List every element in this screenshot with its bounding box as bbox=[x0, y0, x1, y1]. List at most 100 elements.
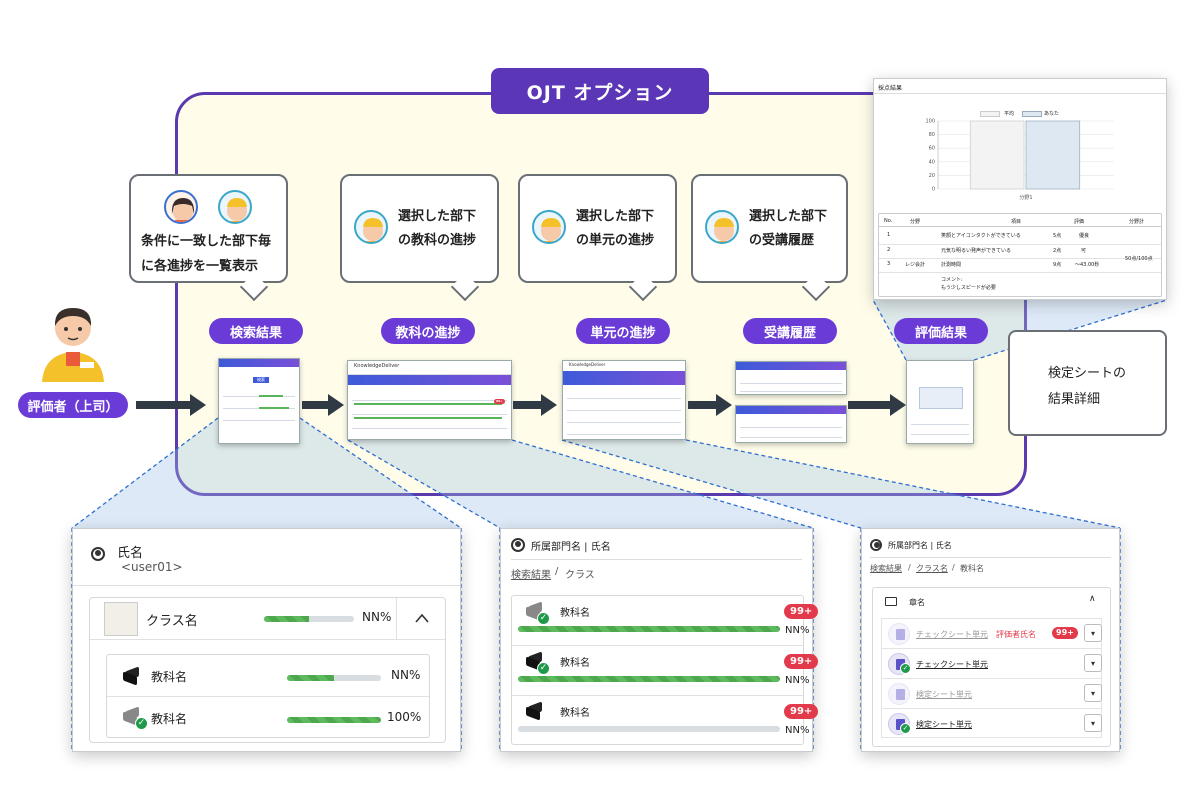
col-total: 分野計 bbox=[1129, 219, 1145, 225]
class-progress bbox=[264, 616, 309, 622]
breadcrumb-current: クラス bbox=[565, 570, 595, 581]
thumb-history-2 bbox=[735, 405, 847, 443]
evaluator-label: 評価者（上司） bbox=[18, 392, 128, 418]
check-icon: ✓ bbox=[537, 612, 550, 625]
thumb-evaluation bbox=[906, 360, 974, 444]
book-icon bbox=[526, 701, 544, 721]
class-row[interactable]: クラス名 NN% bbox=[90, 598, 445, 640]
check-icon: ✓ bbox=[537, 662, 550, 675]
thumb-search: 検索 bbox=[218, 358, 300, 444]
subject-percent: NN% bbox=[391, 668, 421, 682]
trainee-avatar-icon bbox=[532, 210, 566, 244]
subject-progress bbox=[518, 626, 780, 632]
chapter-row[interactable]: 章名 ∧ bbox=[873, 588, 1110, 614]
bubble-subject-line1: 選択した部下 bbox=[398, 209, 477, 224]
unit-detail-panel: 所属部門名 | 氏名 検索結果 / クラス名 / 教科名 章名 ∧ チェックシー… bbox=[861, 528, 1120, 752]
flow-arrow bbox=[302, 394, 344, 416]
search-detail-panel: 氏名 <user01> クラス名 NN% 教科名 NN% ✓ 教科名 bbox=[72, 528, 461, 752]
y-tick-label: 40 bbox=[929, 159, 935, 165]
bubble-history-line2: の受講履歴 bbox=[749, 233, 815, 248]
bar-you bbox=[1025, 120, 1081, 190]
breadcrumb-current: 教科名 bbox=[960, 564, 984, 573]
bubble-history: 選択した部下 の受講履歴 bbox=[691, 174, 848, 302]
flow-arrow bbox=[513, 394, 557, 416]
subject-name: 教科名 bbox=[151, 670, 188, 684]
result-note: 検定シートの 結果詳細 bbox=[1008, 330, 1167, 436]
dept-user-header: 所属部門名 | 氏名 bbox=[888, 541, 952, 550]
ojt-title: OJT オプション bbox=[491, 68, 709, 114]
breadcrumb-search[interactable]: 検索結果 bbox=[511, 570, 551, 581]
dropdown-button[interactable]: ▾ bbox=[1084, 714, 1102, 732]
step-evaluation-result: 評価結果 bbox=[894, 318, 988, 344]
subject-row[interactable]: ✓ 教科名 100% bbox=[107, 697, 429, 739]
flow-arrow bbox=[688, 394, 732, 416]
bubble-search: 条件に一致した部下毎 に各進捗を一覧表示 bbox=[129, 174, 288, 302]
flow-arrow bbox=[136, 394, 206, 416]
class-name: クラス名 bbox=[146, 614, 198, 629]
dept-user-header: 所属部門名 | 氏名 bbox=[531, 542, 611, 553]
step-search-results: 検索結果 bbox=[209, 318, 303, 344]
col-field: 分野 bbox=[910, 219, 921, 225]
user-icon bbox=[91, 547, 105, 561]
breadcrumb-class[interactable]: クラス名 bbox=[916, 564, 948, 573]
thumb-subject: KnowledgeDeliver 99+ bbox=[347, 360, 512, 440]
trainee-avatar-icon bbox=[705, 210, 739, 244]
result-note-line2: 結果詳細 bbox=[1048, 392, 1101, 407]
thumb-unit: KnowledgeDeliver bbox=[562, 360, 686, 440]
chevron-up-icon[interactable] bbox=[396, 598, 447, 640]
step-subject-progress: 教科の進捗 bbox=[381, 318, 475, 344]
document-icon bbox=[888, 683, 910, 705]
subject-percent: 100% bbox=[387, 710, 422, 724]
bar-average bbox=[969, 120, 1025, 190]
female-avatar-icon bbox=[164, 190, 198, 224]
user-id: <user01> bbox=[121, 560, 183, 574]
bubble-unit: 選択した部下 の単元の進捗 bbox=[518, 174, 677, 302]
class-image bbox=[104, 602, 138, 636]
trainee-avatar-icon bbox=[354, 210, 388, 244]
thumb-history-1 bbox=[735, 361, 847, 395]
x-tick-label: 分野1 bbox=[1019, 194, 1032, 201]
subject-row[interactable]: 教科名 NN% bbox=[107, 655, 429, 697]
trainee-avatar-icon bbox=[218, 190, 252, 224]
user-icon bbox=[511, 538, 525, 552]
user-icon bbox=[870, 539, 882, 551]
document-icon bbox=[888, 623, 910, 645]
subject-detail-panel: 所属部門名 | 氏名 検索結果 / クラス ✓ 教科名 99+ NN% ✓ 教科… bbox=[500, 528, 819, 752]
unit-item[interactable]: ✓ チェックシート単元 ▾ bbox=[881, 648, 1102, 678]
dropdown-button[interactable]: ▾ bbox=[1084, 684, 1102, 702]
chevron-up-icon[interactable]: ∧ bbox=[1089, 594, 1096, 604]
unit-item[interactable]: 検定シート単元 ▾ bbox=[881, 678, 1102, 708]
col-grade: 評価 bbox=[1074, 219, 1085, 225]
bubble-search-line1: 条件に一致した部下毎 bbox=[141, 234, 272, 249]
dropdown-button[interactable]: ▾ bbox=[1084, 654, 1102, 672]
check-icon: ✓ bbox=[135, 717, 148, 730]
user-label: 氏名 bbox=[117, 546, 144, 561]
bubble-unit-line1: 選択した部下 bbox=[576, 209, 655, 224]
step-unit-progress: 単元の進捗 bbox=[576, 318, 670, 344]
subject-item[interactable]: ✓ 教科名 99+ NN% bbox=[512, 646, 819, 696]
bubble-search-line2: に各進捗を一覧表示 bbox=[141, 259, 259, 274]
book-icon bbox=[123, 666, 141, 686]
col-no: No. bbox=[884, 218, 893, 224]
y-tick-label: 20 bbox=[929, 173, 935, 179]
folder-icon bbox=[885, 597, 897, 606]
y-tick-label: 0 bbox=[932, 187, 935, 193]
check-icon: ✓ bbox=[900, 723, 911, 734]
y-tick-label: 80 bbox=[929, 132, 935, 138]
breadcrumb-search[interactable]: 検索結果 bbox=[870, 564, 902, 573]
check-icon: ✓ bbox=[900, 663, 911, 674]
subject-item[interactable]: ✓ 教科名 99+ NN% bbox=[512, 596, 819, 646]
bubble-history-line1: 選択した部下 bbox=[749, 209, 828, 224]
dropdown-button[interactable]: ▾ bbox=[1084, 624, 1102, 642]
y-tick-label: 100 bbox=[925, 119, 935, 125]
subject-progress bbox=[518, 676, 780, 682]
subject-item[interactable]: 教科名 99+ NN% bbox=[512, 696, 819, 746]
bubble-subject: 選択した部下 の教科の進捗 bbox=[340, 174, 499, 302]
result-note-line1: 検定シートの bbox=[1048, 366, 1127, 381]
unit-item[interactable]: ✓ 検定シート単元 ▾ bbox=[881, 708, 1102, 738]
unit-item[interactable]: チェックシート単元 評価者氏名 99+ ▾ bbox=[881, 618, 1102, 648]
flow-arrow bbox=[848, 394, 906, 416]
